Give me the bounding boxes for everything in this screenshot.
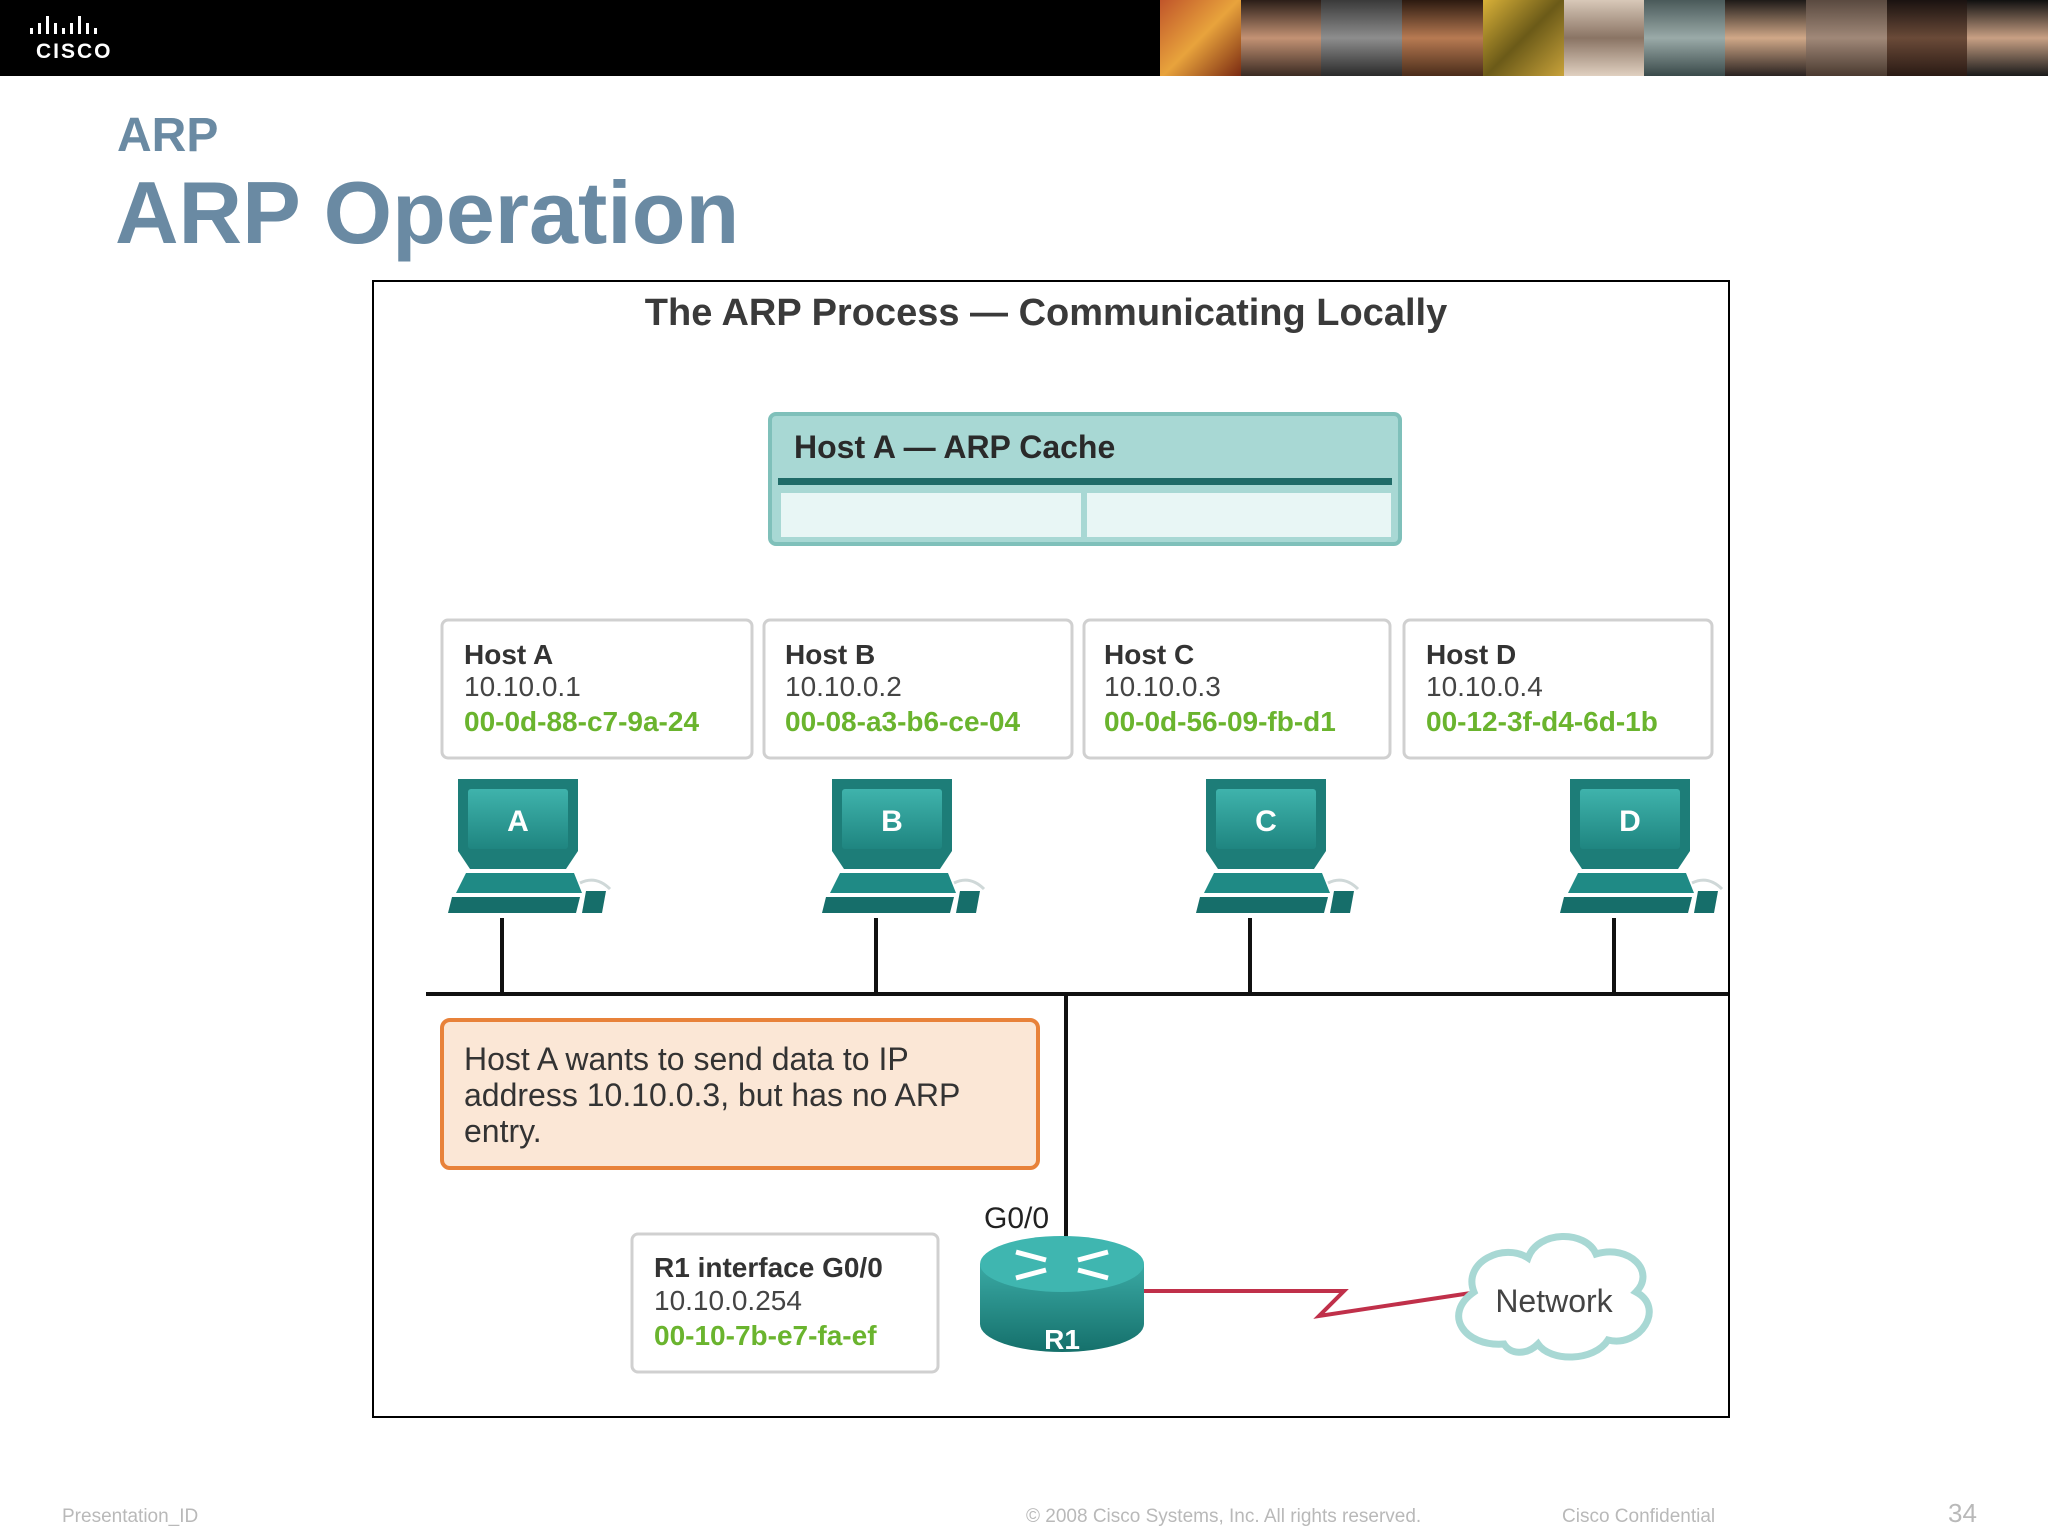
page-number: 34 — [1948, 1498, 1977, 1528]
footer-confidential: Cisco Confidential — [1562, 1506, 1716, 1527]
host-info-b: Host B 10.10.0.2 00-08-a3-b6-ce-04 — [762, 618, 1074, 760]
header-bar: CISCO — [0, 0, 2048, 76]
cisco-wordmark: CISCO — [36, 40, 113, 63]
message-line: entry. — [464, 1113, 542, 1149]
router-mac: 00-10-7b-e7-fa-ef — [654, 1320, 877, 1351]
message-line: address 10.10.0.3, but has no ARP — [464, 1077, 960, 1113]
host-info-d: Host D 10.10.0.4 00-12-3f-d4-6d-1b — [1402, 618, 1714, 760]
computer-label: D — [1619, 805, 1641, 838]
network-label: Network — [1495, 1283, 1613, 1319]
lan-segment — [426, 918, 1728, 1242]
host-info-c: Host C 10.10.0.3 00-0d-56-09-fb-d1 — [1082, 618, 1392, 760]
status-message-box: Host A wants to send data to IP address … — [440, 1018, 1040, 1170]
host-mac: 00-0d-88-c7-9a-24 — [464, 706, 699, 737]
computer-icon[interactable]: B — [822, 779, 986, 913]
router-info-box: R1 interface G0/0 10.10.0.254 00-10-7b-e… — [630, 1232, 940, 1374]
computer-label: B — [881, 805, 903, 838]
footer-copyright: © 2008 Cisco Systems, Inc. All rights re… — [1026, 1506, 1422, 1527]
message-line: Host A wants to send data to IP — [464, 1041, 909, 1077]
host-mac: 00-12-3f-d4-6d-1b — [1426, 706, 1658, 737]
slide-title: ARP Operation — [115, 163, 740, 262]
arp-cache-table: Host A — ARP Cache — [768, 412, 1402, 546]
computer-icon[interactable]: C — [1196, 779, 1360, 913]
computer-icon[interactable]: D — [1560, 779, 1724, 913]
arp-cache-title: Host A — ARP Cache — [794, 429, 1115, 465]
host-ip: 10.10.0.3 — [1104, 671, 1221, 702]
arp-diagram: The ARP Process — Communicating Locally … — [426, 292, 1728, 1374]
host-name: Host C — [1104, 639, 1194, 670]
slide-kicker: ARP — [117, 109, 219, 162]
host-ip: 10.10.0.4 — [1426, 671, 1543, 702]
diagram-title: The ARP Process — Communicating Locally — [645, 292, 1447, 334]
footer-presentation-id: Presentation_ID — [62, 1506, 199, 1527]
header-photo-strip — [1160, 0, 2048, 76]
router-icon[interactable]: R1 — [980, 1236, 1144, 1355]
arp-cache-ip-cell — [781, 493, 1081, 537]
arp-cache-mac-cell — [1087, 493, 1391, 537]
network-cloud-icon[interactable]: Network — [1455, 1233, 1653, 1361]
host-name: Host D — [1426, 639, 1516, 670]
host-mac: 00-0d-56-09-fb-d1 — [1104, 706, 1336, 737]
computer-icon[interactable]: A — [448, 779, 612, 913]
host-name: Host B — [785, 639, 875, 670]
cisco-logo — [30, 16, 97, 34]
host-ip: 10.10.0.2 — [785, 671, 902, 702]
computer-label: A — [507, 805, 529, 838]
diagram-frame: The ARP Process — Communicating Locally … — [372, 280, 1730, 1418]
host-info-a: Host A 10.10.0.1 00-0d-88-c7-9a-24 — [440, 618, 754, 760]
router-ip: 10.10.0.254 — [654, 1285, 802, 1316]
router-name: R1 — [1044, 1324, 1080, 1355]
host-ip: 10.10.0.1 — [464, 671, 581, 702]
port-label: G0/0 — [984, 1202, 1049, 1235]
host-mac: 00-08-a3-b6-ce-04 — [785, 706, 1020, 737]
host-name: Host A — [464, 639, 553, 670]
router-interface-title: R1 interface G0/0 — [654, 1252, 883, 1283]
computer-label: C — [1255, 805, 1277, 838]
